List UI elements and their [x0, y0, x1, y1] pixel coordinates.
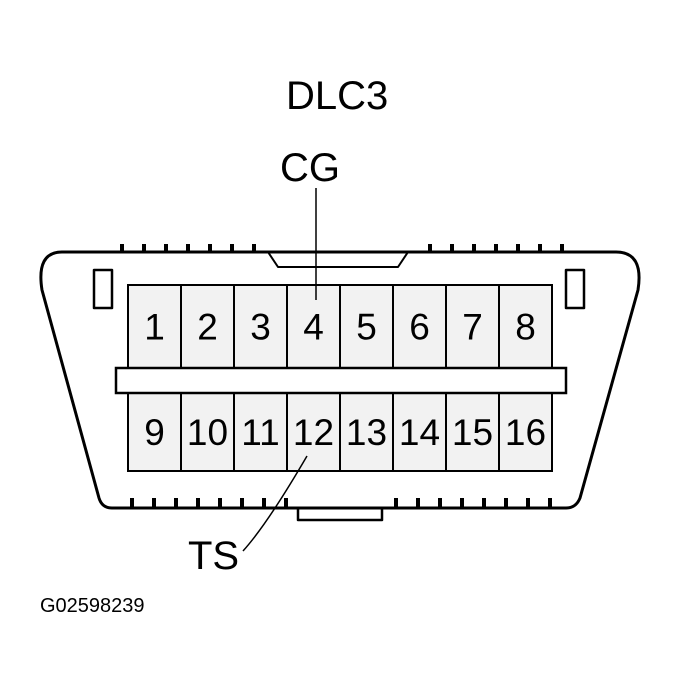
pin-cell-2 [180, 284, 235, 369]
pin-label-11: 11 [241, 412, 279, 453]
edge-tooth [196, 498, 200, 508]
pin-label-6: 6 [409, 307, 430, 348]
edge-tooth [152, 498, 156, 508]
pin-label-15: 15 [452, 412, 493, 453]
left-alignment-slot [92, 268, 114, 310]
edge-tooth [450, 244, 454, 252]
pin-cell-9 [127, 392, 182, 472]
bottom-edge-teeth [130, 498, 552, 508]
pin-label-12: 12 [293, 412, 334, 453]
top-edge-teeth [120, 244, 564, 252]
edge-tooth [504, 498, 508, 508]
pin-cell-3 [233, 284, 288, 369]
pin-cell-11 [233, 392, 288, 472]
pin-label-1: 1 [144, 307, 165, 348]
edge-tooth [208, 244, 212, 252]
edge-tooth [120, 244, 124, 252]
edge-tooth [538, 244, 542, 252]
pin-label-10: 10 [187, 412, 228, 453]
pin-label-3: 3 [250, 307, 271, 348]
pin-cell-7 [445, 284, 500, 369]
edge-tooth [240, 498, 244, 508]
edge-tooth [262, 498, 266, 508]
pin-label-8: 8 [515, 307, 536, 348]
edge-tooth [284, 498, 288, 508]
pin-cell-10 [180, 392, 235, 472]
pin-label-5: 5 [356, 307, 377, 348]
edge-tooth [416, 498, 420, 508]
pin-label-9: 9 [144, 412, 165, 453]
edge-tooth [526, 498, 530, 508]
connector-outline [39, 250, 641, 510]
top-keyway-notch [267, 251, 409, 268]
pin-label-4: 4 [303, 307, 324, 348]
connector-title: DLC3 [286, 74, 389, 118]
edge-tooth [174, 498, 178, 508]
figure-code: G02598239 [40, 595, 145, 617]
pin-cell-8 [498, 284, 553, 369]
pin-cell-12 [286, 392, 341, 472]
pin-label-13: 13 [346, 412, 387, 453]
cg-callout-label: CG [280, 146, 340, 190]
edge-tooth [560, 244, 564, 252]
edge-tooth [164, 244, 168, 252]
edge-tooth [130, 498, 134, 508]
pin-label-16: 16 [505, 412, 546, 453]
bottom-latch [296, 508, 384, 522]
pin-label-7: 7 [462, 307, 483, 348]
edge-tooth [230, 244, 234, 252]
edge-tooth [548, 498, 552, 508]
edge-tooth [472, 244, 476, 252]
edge-tooth [186, 244, 190, 252]
edge-tooth [252, 244, 256, 252]
pin-cell-16 [498, 392, 553, 472]
bottom-pin-row: 9 10 11 12 13 14 15 16 [127, 392, 553, 472]
pin-cell-5 [339, 284, 394, 369]
edge-tooth [394, 498, 398, 508]
edge-tooth [460, 498, 464, 508]
pin-label-14: 14 [399, 412, 440, 453]
edge-tooth [218, 498, 222, 508]
edge-tooth [482, 498, 486, 508]
edge-tooth [428, 244, 432, 252]
pin-label-2: 2 [197, 307, 218, 348]
edge-tooth [142, 244, 146, 252]
edge-tooth [494, 244, 498, 252]
pin-cell-6 [392, 284, 447, 369]
right-alignment-slot [564, 268, 586, 310]
edge-tooth [438, 498, 442, 508]
edge-tooth [516, 244, 520, 252]
ts-callout-label: TS [188, 534, 240, 578]
pin-cell-15 [445, 392, 500, 472]
center-divider-bar [114, 366, 568, 395]
ts-leader-line [242, 455, 308, 552]
pin-cell-1 [127, 284, 182, 369]
